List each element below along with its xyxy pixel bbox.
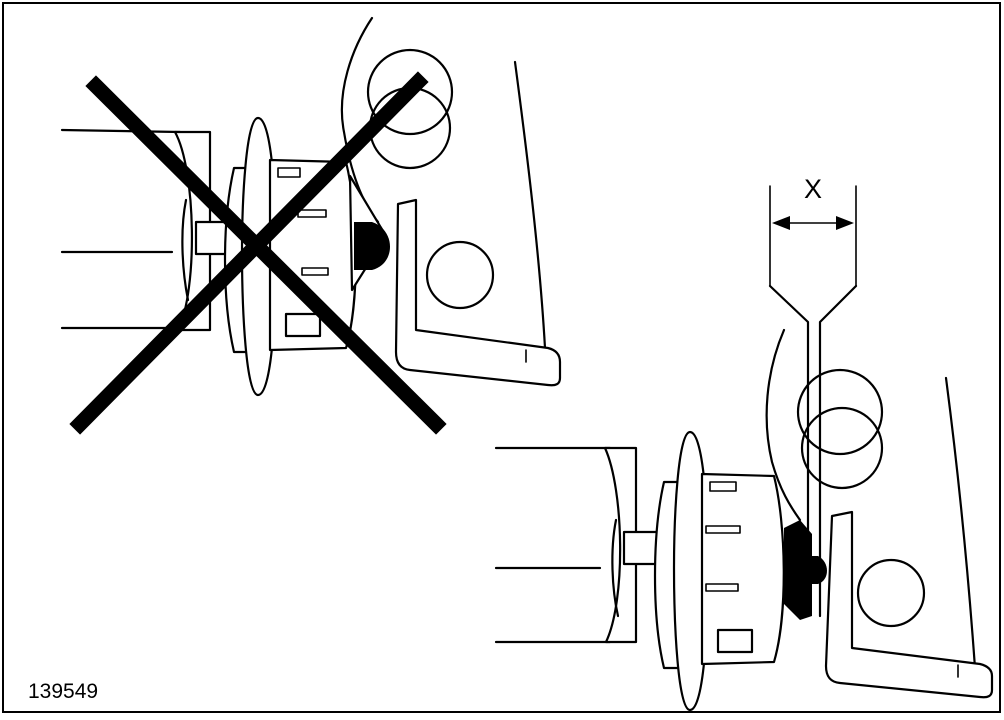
correct-assembly-view: X	[494, 174, 994, 712]
double-arrow-icon	[772, 216, 854, 230]
incorrect-assembly-view	[60, 16, 562, 435]
cross-mark-icon	[69, 71, 447, 435]
dimension-label: X	[804, 174, 822, 204]
figure-reference-number: 139549	[28, 680, 98, 703]
